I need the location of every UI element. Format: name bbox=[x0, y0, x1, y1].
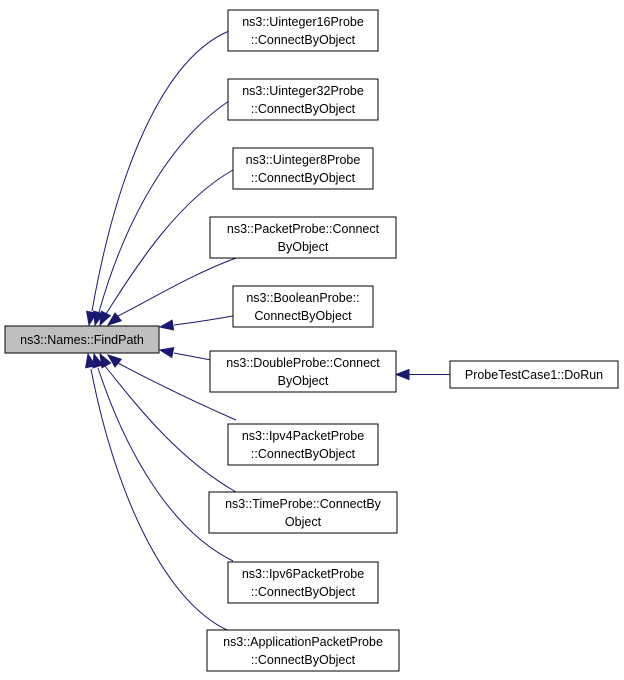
edge-app-to-root bbox=[90, 368, 230, 632]
node-box[interactable] bbox=[227, 561, 379, 604]
graph-node-app[interactable]: ns3::ApplicationPacketProbe::ConnectByOb… bbox=[206, 629, 400, 672]
edge-u32-to-root bbox=[98, 100, 230, 313]
graph-node-time[interactable]: ns3::TimeProbe::ConnectByObject bbox=[208, 491, 398, 534]
edge-time-to-root-arrowhead bbox=[99, 352, 112, 369]
node-label-line: ByObject bbox=[278, 374, 329, 388]
edge-u8-to-root bbox=[105, 169, 234, 315]
edge-time-to-root bbox=[104, 365, 237, 493]
node-box[interactable] bbox=[206, 629, 400, 672]
node-box[interactable] bbox=[4, 325, 160, 354]
edge-packet-to-root-arrowhead bbox=[106, 312, 123, 326]
node-label-line: ns3::Ipv6PacketProbe bbox=[242, 567, 364, 581]
node-box[interactable] bbox=[232, 285, 374, 328]
edge-probetest-to-double-arrowhead bbox=[394, 368, 410, 381]
graph-node-double[interactable]: ns3::DoubleProbe::ConnectByObject bbox=[209, 350, 397, 393]
edge-ipv6-to-root bbox=[97, 367, 234, 562]
edge-u8-to-root-arrowhead bbox=[99, 310, 112, 327]
node-label-line: ::ConnectByObject bbox=[251, 585, 356, 599]
node-box[interactable] bbox=[227, 423, 379, 466]
node-label-line: ByObject bbox=[278, 240, 329, 254]
edge-boolean-to-root bbox=[173, 315, 234, 326]
node-label-line: ns3::Uinteger32Probe bbox=[242, 84, 364, 98]
node-label-line: Object bbox=[285, 515, 322, 529]
edge-packet-to-root bbox=[117, 257, 237, 317]
node-label-line: ns3::DoubleProbe::Connect bbox=[226, 356, 380, 370]
node-label-line: ::ConnectByObject bbox=[251, 447, 356, 461]
node-label-line: ConnectByObject bbox=[254, 309, 352, 323]
edge-double-to-root bbox=[173, 352, 212, 361]
graph-node-u32[interactable]: ns3::Uinteger32Probe::ConnectByObject bbox=[227, 78, 379, 121]
graph-node-boolean[interactable]: ns3::BooleanProbe::ConnectByObject bbox=[232, 285, 374, 328]
node-label-line: ns3::Ipv4PacketProbe bbox=[242, 429, 364, 443]
node-box[interactable] bbox=[209, 216, 397, 259]
edge-u16-to-root bbox=[91, 30, 230, 312]
node-label-line: ns3::BooleanProbe:: bbox=[246, 291, 359, 305]
node-label-line: ProbeTestCase1::DoRun bbox=[465, 368, 603, 382]
graph-node-ipv6[interactable]: ns3::Ipv6PacketProbe::ConnectByObject bbox=[227, 561, 379, 604]
graph-node-u8[interactable]: ns3::Uinteger8Probe::ConnectByObject bbox=[232, 147, 374, 190]
node-label-line: ::ConnectByObject bbox=[251, 653, 356, 667]
node-label-line: ns3::ApplicationPacketProbe bbox=[223, 635, 383, 649]
node-box[interactable] bbox=[208, 491, 398, 534]
node-label-line: ns3::Names::FindPath bbox=[20, 333, 144, 347]
graph-node-u16[interactable]: ns3::Uinteger16Probe::ConnectByObject bbox=[227, 9, 379, 52]
node-label-line: ::ConnectByObject bbox=[251, 171, 356, 185]
node-label-line: ns3::TimeProbe::ConnectBy bbox=[225, 497, 382, 511]
node-box[interactable] bbox=[209, 350, 397, 393]
node-label-line: ns3::PacketProbe::Connect bbox=[227, 222, 380, 236]
call-edges bbox=[85, 30, 450, 632]
node-box[interactable] bbox=[449, 360, 619, 389]
node-label-line: ::ConnectByObject bbox=[251, 102, 356, 116]
graph-node-root[interactable]: ns3::Names::FindPath bbox=[4, 325, 160, 354]
graph-node-ipv4[interactable]: ns3::Ipv4PacketProbe::ConnectByObject bbox=[227, 423, 379, 466]
edge-ipv4-to-root-arrowhead bbox=[106, 354, 123, 368]
edge-ipv4-to-root bbox=[115, 361, 237, 421]
node-box[interactable] bbox=[227, 78, 379, 121]
graph-nodes: ns3::Names::FindPath ns3::Uinteger16Probe… bbox=[4, 9, 619, 672]
node-label-line: ns3::Uinteger8Probe bbox=[246, 153, 361, 167]
edge-boolean-to-root-arrowhead bbox=[158, 319, 175, 331]
edge-ipv6-to-root-arrowhead bbox=[92, 352, 104, 369]
node-label-line: ::ConnectByObject bbox=[251, 33, 356, 47]
edge-double-to-root-arrowhead bbox=[158, 347, 175, 359]
graph-node-probetest[interactable]: ProbeTestCase1::DoRun bbox=[449, 360, 619, 389]
node-box[interactable] bbox=[232, 147, 374, 190]
edge-app-to-root-arrowhead bbox=[85, 352, 97, 369]
node-box[interactable] bbox=[227, 9, 379, 52]
node-label-line: ns3::Uinteger16Probe bbox=[242, 15, 364, 29]
graph-node-packet[interactable]: ns3::PacketProbe::ConnectByObject bbox=[209, 216, 397, 259]
